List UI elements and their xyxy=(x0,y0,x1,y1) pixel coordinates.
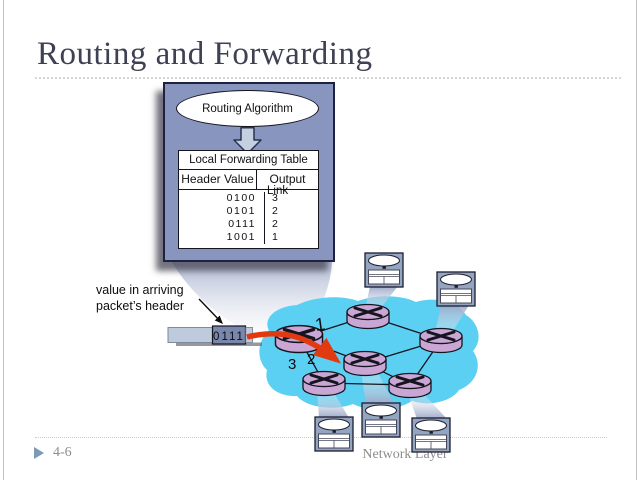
col-output: Output xyxy=(256,170,318,189)
router-icon xyxy=(301,370,347,397)
host-icon xyxy=(411,417,451,453)
host-icon xyxy=(364,252,404,288)
table-row: 0100 3 xyxy=(179,192,318,205)
title-separator xyxy=(35,77,621,79)
forwarding-table-header: Header Value Output xyxy=(179,170,318,190)
flow-down-arrow-icon xyxy=(233,127,262,155)
forwarding-table-body: 0100 3 0101 2 0111 2 1001 1 xyxy=(179,190,318,248)
table-row: 0101 2 xyxy=(179,205,318,218)
router-icon xyxy=(345,303,391,330)
host-icon xyxy=(314,416,354,452)
table-row: 0111 2 xyxy=(179,218,318,231)
link-label-3: 3 xyxy=(288,356,296,373)
header-value-cell: 1001 xyxy=(226,231,256,243)
packet: 0111 xyxy=(167,325,262,346)
routing-box: Routing Algorithm Local Forwarding Table… xyxy=(163,82,335,262)
header-value-cell: 0101 xyxy=(226,205,256,217)
forwarding-table: Local Forwarding Table Header Value Outp… xyxy=(178,150,319,249)
routing-algorithm-label: Routing Algorithm xyxy=(202,102,293,115)
bullet-triangle-icon xyxy=(34,447,44,459)
host-funnel-icon xyxy=(361,371,394,404)
page-title: Routing and Forwarding xyxy=(37,36,373,72)
host-icon xyxy=(361,402,401,438)
page-number: 4-6 xyxy=(53,445,72,460)
col-header-value: Header Value xyxy=(181,172,254,186)
forwarding-table-title: Local Forwarding Table xyxy=(179,151,318,170)
output-link-cell: 1 xyxy=(264,231,318,244)
packet-value: 0111 xyxy=(213,331,245,343)
router-icon xyxy=(342,350,388,377)
output-link-cell: 2 xyxy=(264,218,318,231)
host-icon xyxy=(436,271,476,307)
table-row: 1001 1 xyxy=(179,231,318,244)
annotation-label: value in arriving packet’s header xyxy=(96,283,185,314)
forwarding-path-arrow-icon xyxy=(246,331,342,364)
host-funnel-icon xyxy=(317,389,349,418)
host-funnel-icon xyxy=(407,391,447,419)
slide-border-left xyxy=(3,0,4,480)
header-value-cell: 0111 xyxy=(228,218,256,230)
annotation-arrow-icon xyxy=(198,298,223,325)
output-link-cell: 2 xyxy=(264,205,318,218)
link-label-1: 1 xyxy=(314,314,327,335)
col-output-link-word: Link xyxy=(267,185,289,197)
output-link-cell: 3 xyxy=(264,192,318,205)
router-icon xyxy=(387,372,433,399)
router-icon xyxy=(418,327,464,354)
slide-border-right xyxy=(636,0,637,480)
routing-algorithm-ellipse: Routing Algorithm xyxy=(176,90,319,127)
header-value-cell: 0100 xyxy=(226,192,256,204)
link-label-2: 2 xyxy=(307,351,315,368)
